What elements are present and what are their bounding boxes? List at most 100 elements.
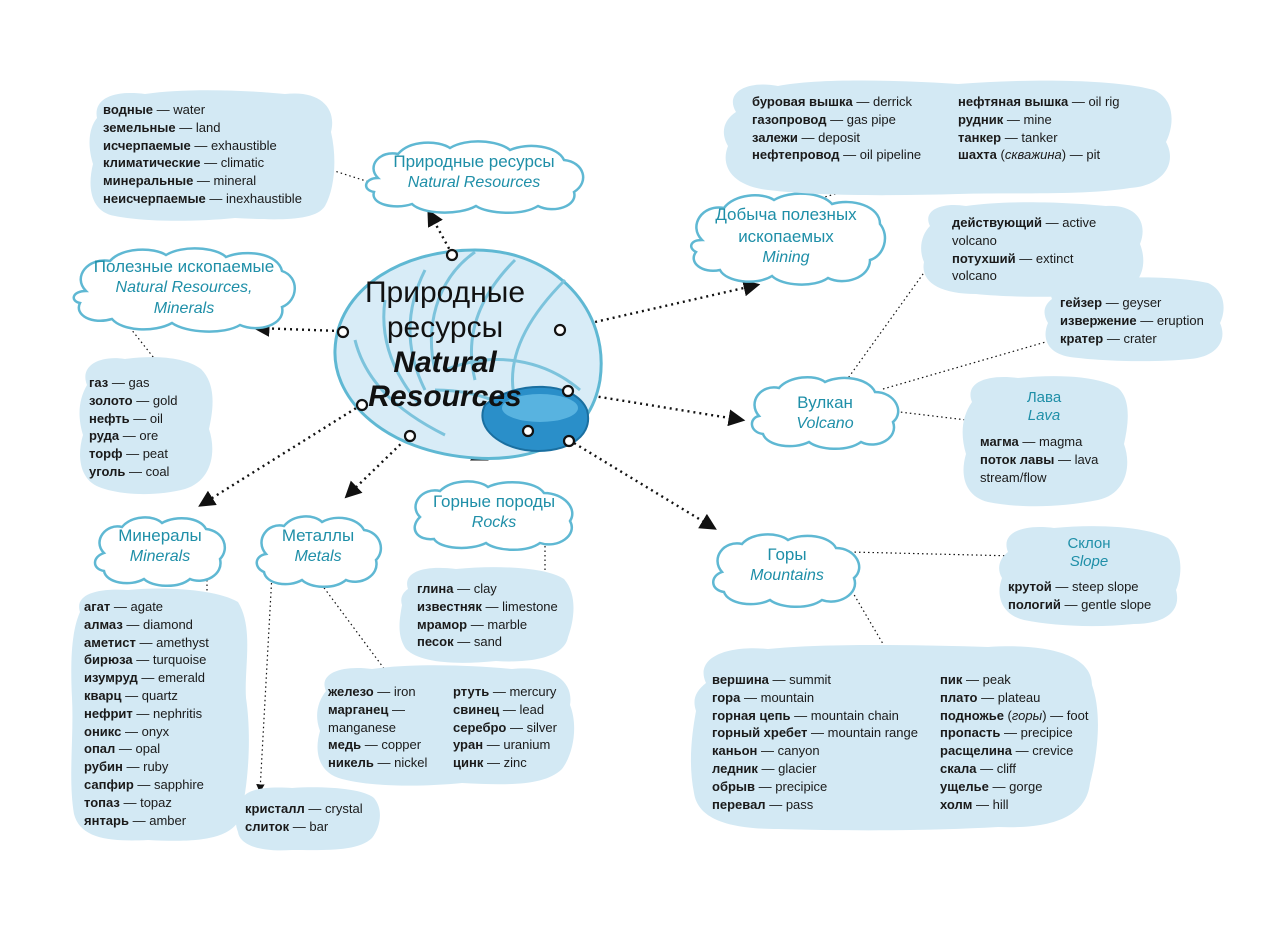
mountain-item: холм — hill: [940, 796, 1088, 814]
term-ru: водные: [103, 102, 154, 117]
term-en: copper: [381, 737, 422, 753]
term-ru: руда: [89, 428, 120, 444]
dash: —: [743, 689, 757, 705]
node-useful-minerals: Полезные ископаемые Natural Resources, M…: [68, 243, 300, 333]
dash: —: [292, 818, 306, 834]
term-en: lava: [1074, 451, 1099, 467]
dash: —: [1004, 725, 1018, 741]
mining-item: буровая вышка — derrick: [752, 93, 921, 111]
term-ru: янтарь: [84, 812, 129, 828]
term-en: gas: [128, 375, 150, 390]
dash: —: [843, 147, 857, 163]
term-en: water: [173, 102, 206, 117]
term-en: zinc: [503, 755, 527, 771]
mountain-item: горная цепь — mountain chain: [712, 707, 918, 725]
rock-item: известняк — limestone: [417, 598, 558, 616]
mineral-item: янтарь — amber: [84, 812, 209, 830]
term-ru: шахта: [958, 147, 997, 163]
resource-type-item: исчерпаемые — exhaustible: [103, 137, 302, 155]
crystal-item: слиток — bar: [245, 818, 363, 836]
term-en: crater: [1123, 330, 1157, 346]
term-ru: газопровод: [752, 111, 827, 127]
mining-item: танкер — tanker: [958, 129, 1120, 147]
term-en: quartz: [141, 687, 178, 703]
dash: —: [470, 616, 484, 632]
term-ru: нефтяная вышка: [958, 94, 1069, 109]
dash: —: [377, 755, 391, 771]
dash: —: [1050, 707, 1064, 723]
resource-type-item: климатические — climatic: [103, 154, 302, 172]
term-en: eruption: [1156, 312, 1204, 328]
term-en: crevice: [1032, 743, 1074, 759]
metal-item: никель — nickel: [328, 754, 427, 772]
node-mountains: Горы Mountains: [708, 530, 866, 608]
geyser-item: кратер — crater: [1060, 330, 1204, 348]
dash: —: [486, 755, 500, 771]
dash: —: [126, 759, 140, 775]
link-crystal: [256, 573, 273, 793]
node-rocks: Горные породы Rocks: [406, 477, 582, 552]
dash: —: [364, 737, 378, 753]
rock-item: мрамор — marble: [417, 616, 558, 634]
term-en: inexhaustible: [226, 190, 302, 206]
term-en: emerald: [157, 670, 205, 686]
mineral-item: нефрит — nephritis: [84, 705, 209, 723]
mountain-item: ледник — glacier: [712, 760, 918, 778]
mining-item: газопровод — gas pipe: [752, 111, 921, 129]
term-ru: перевал: [712, 796, 766, 812]
term-ru: бирюза: [84, 652, 133, 668]
metal-item: цинк — zinc: [453, 754, 557, 772]
mountain-item: каньон — canyon: [712, 742, 918, 760]
term-ru: аметист: [84, 634, 136, 650]
term-en: mineral: [213, 173, 257, 189]
dash: —: [830, 111, 844, 127]
mining-item: рудник — mine: [958, 111, 1120, 129]
dash: —: [141, 670, 155, 686]
mineral-item: алмаз — diamond: [84, 616, 209, 634]
dash: —: [981, 689, 995, 705]
term-en: cliff: [996, 760, 1016, 776]
metal-item: ртуть — mercury: [453, 683, 557, 701]
node-volcano-ru: Вулкан: [797, 393, 853, 412]
term-ru: агат: [84, 599, 111, 614]
node-mining-ru-1: Добыча полезных: [715, 205, 857, 224]
slope-item: пологий — gentle slope: [1008, 596, 1151, 614]
mining-item: шахта (скважина) — pit: [958, 147, 1101, 163]
metal-item: медь — copper: [328, 736, 427, 754]
term-en: diamond: [143, 616, 193, 632]
mountain-item: ущелье — gorge: [940, 778, 1088, 796]
term-ru: минеральные: [103, 173, 194, 189]
term-ru: гора: [712, 689, 741, 705]
node-volcano-en: Volcano: [796, 415, 854, 433]
term-en: marble: [487, 616, 528, 632]
term-en: mercury: [509, 684, 557, 699]
fuel-item: газ — gas: [89, 374, 177, 392]
term-en: mountain chain: [810, 707, 899, 723]
dash: —: [118, 741, 132, 757]
rock-item: песок — sand: [417, 633, 558, 651]
geyser-item: гейзер — geyser: [1060, 294, 1204, 312]
central-title-en-2: Resources: [368, 380, 522, 414]
dash: —: [179, 119, 193, 135]
volcano-state-item-cont: volcano: [952, 232, 1096, 250]
term-en: exhaustible: [210, 137, 277, 153]
term-en: nickel: [394, 755, 428, 771]
term-ru: рудник: [958, 111, 1004, 127]
term-ru: исчерпаемые: [103, 137, 191, 153]
term-ru: рубин: [84, 759, 123, 775]
dash: —: [1015, 743, 1029, 759]
term-en: pass: [785, 796, 814, 812]
resource-type-item: минеральные — mineral: [103, 172, 302, 190]
term-en: mine: [1023, 111, 1052, 127]
resource-type-item: земельные — land: [103, 119, 302, 137]
term-ru: горный хребет: [712, 725, 808, 741]
term-ru: пропасть: [940, 725, 1001, 741]
dash: —: [1105, 295, 1119, 310]
mineral-item: оникс — onyx: [84, 723, 209, 741]
term-note: скважина: [1004, 147, 1062, 163]
term-ru: торф: [89, 446, 123, 462]
term-ru: ущелье: [940, 778, 989, 794]
